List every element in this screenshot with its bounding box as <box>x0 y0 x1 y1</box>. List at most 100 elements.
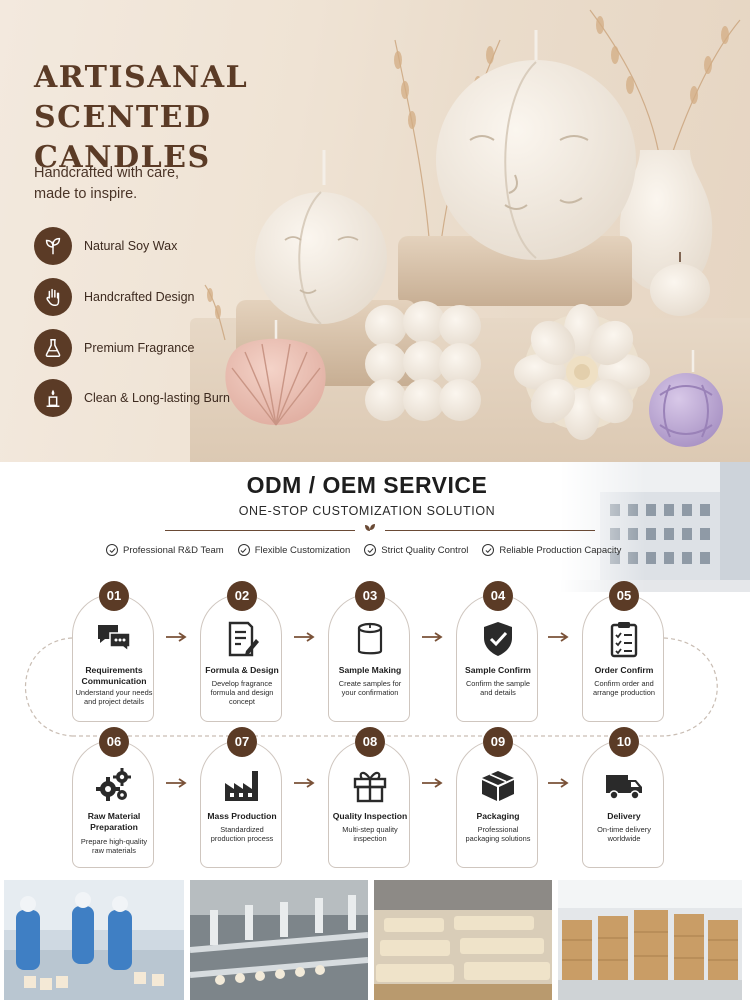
hand-icon <box>46 288 60 306</box>
process-step-06: 06 Raw Material Preparation Prepare high… <box>72 727 154 868</box>
title-divider-right <box>385 530 595 531</box>
check-circle-icon <box>364 544 377 556</box>
arrow-right-icon <box>548 778 569 788</box>
hero-banner: ARTISANAL SCENTED CANDLES Handcrafted wi… <box>0 0 750 462</box>
process-step-01: 01 Requirements Communication Understand… <box>72 581 154 722</box>
feature-handcrafted-design: Handcrafted Design <box>34 277 194 317</box>
leaf-icon <box>45 237 61 255</box>
process-step-03: 03 Sample Making Create samples for your… <box>328 581 410 722</box>
arrow-right-icon <box>422 778 443 788</box>
service-highlights: Professional R&D Team Flexible Customiza… <box>106 544 621 556</box>
photo-candle-rows <box>374 880 552 1000</box>
step-title: Sample Making <box>338 665 402 675</box>
photo-production-line <box>190 880 368 1000</box>
gears-icon <box>96 768 131 801</box>
check-circle-icon <box>106 544 118 556</box>
step-title: Packaging <box>476 811 520 821</box>
step-description: Professional packaging solutions <box>465 825 531 844</box>
sun-moon-candle-large <box>436 60 636 260</box>
clipboard-checklist-icon <box>610 622 638 658</box>
delivery-truck-icon <box>606 775 642 800</box>
feature-natural-soy-wax: Natural Soy Wax <box>34 226 177 266</box>
arrow-right-icon <box>294 632 315 642</box>
process-step-05: 05 Order Confirm Confirm order and arran… <box>582 581 664 722</box>
step-description: Confirm order and arrange production <box>592 679 656 698</box>
feature-label: Clean & Long-lasting Burn <box>84 391 230 405</box>
process-step-08: 08 Quality Inspection Multi-step quality… <box>328 727 410 868</box>
step-title: Delivery <box>607 811 641 821</box>
candle-jar-icon <box>357 622 383 655</box>
highlight-item: Professional R&D Team <box>106 544 224 556</box>
flask-icon <box>45 339 61 357</box>
factory-icon <box>225 771 258 801</box>
factory-photo-strip <box>0 880 750 1000</box>
step-number: 10 <box>609 727 639 757</box>
step-description: On-time delivery worldwide <box>597 825 651 844</box>
highlight-item: Strict Quality Control <box>364 544 468 556</box>
shell-candle <box>225 338 326 425</box>
document-pencil-icon <box>228 621 259 657</box>
feature-label: Handcrafted Design <box>84 290 195 304</box>
step-number: 08 <box>355 727 385 757</box>
highlight-item: Reliable Production Capacity <box>482 544 621 556</box>
step-description: Understand your needs and project detail… <box>75 688 153 707</box>
step-number: 03 <box>355 581 385 611</box>
chat-bubbles-icon <box>98 625 131 653</box>
step-number: 09 <box>483 727 513 757</box>
photo-warehouse-boxes <box>558 880 742 1000</box>
shield-check-icon <box>484 622 512 656</box>
step-number: 06 <box>99 727 129 757</box>
step-description: Create samples for your confirmation <box>338 679 402 698</box>
arrow-right-icon <box>422 632 443 642</box>
leaf-ornament-icon <box>365 524 375 537</box>
feature-label: Premium Fragrance <box>84 341 195 355</box>
step-number: 02 <box>227 581 257 611</box>
arrow-right-icon <box>166 778 187 788</box>
process-step-09: 09 Packaging Professional packaging solu… <box>456 727 538 868</box>
package-icon <box>482 771 514 801</box>
odm-title: ODM / OEM SERVICE <box>246 472 488 498</box>
process-step-07: 07 Mass Production Standardized producti… <box>200 727 282 868</box>
step-description: Confirm the sample and details <box>465 679 531 698</box>
step-title: Order Confirm <box>594 665 654 675</box>
step-title: Mass Production <box>207 811 277 821</box>
step-number: 01 <box>99 581 129 611</box>
check-circle-icon <box>482 544 495 556</box>
hero-subtitle: Handcrafted with care, made to inspire. <box>34 165 180 202</box>
step-description: Standardized production process <box>210 825 274 844</box>
step-description: Multi-step quality inspection <box>342 825 398 844</box>
bubble-cube-candle <box>365 301 481 421</box>
step-title: Quality Inspection <box>332 811 408 821</box>
photo-lab-workers <box>4 880 184 1000</box>
highlight-item: Flexible Customization <box>237 544 350 556</box>
hero-title: ARTISANAL SCENTED CANDLES <box>34 60 249 175</box>
gift-box-icon <box>353 771 387 803</box>
ceramic-vase <box>619 150 713 292</box>
step-title: Requirements Communication <box>81 665 147 686</box>
step-number: 04 <box>483 581 513 611</box>
flower-candle <box>514 304 650 440</box>
stone-pedestal-high <box>398 236 632 306</box>
arrow-right-icon <box>548 632 569 642</box>
step-description: Prepare high-quality raw materials <box>80 837 148 856</box>
step-number: 05 <box>609 581 639 611</box>
odm-subtitle: ONE-STOP CUSTOMIZATION SOLUTION <box>238 504 496 518</box>
odm-oem-service-section: ODM / OEM SERVICE ONE-STOP CUSTOMIZATION… <box>0 462 750 880</box>
step-title: Formula & Design <box>205 665 279 675</box>
arrow-right-icon <box>294 778 315 788</box>
sun-moon-candle-small <box>255 192 387 324</box>
knot-candle <box>649 373 723 447</box>
check-circle-icon <box>237 544 250 556</box>
factory-building-photo <box>560 462 750 592</box>
step-title: Sample Confirm <box>465 665 531 675</box>
step-title: Raw Material Preparation <box>87 811 141 832</box>
process-step-10: 10 Delivery On-time delivery worldwide <box>582 727 664 868</box>
candle-product-illustration <box>204 9 741 447</box>
title-divider-left <box>165 530 355 531</box>
process-step-02: 02 Formula & Design Develop fragrance fo… <box>200 581 282 722</box>
feature-premium-fragrance: Premium Fragrance <box>34 328 194 368</box>
step-description: Develop fragrance formula and design con… <box>210 679 274 707</box>
feature-label: Natural Soy Wax <box>84 239 178 253</box>
feature-clean-long-burn: Clean & Long-lasting Burn <box>34 378 230 418</box>
step-number: 07 <box>227 727 257 757</box>
